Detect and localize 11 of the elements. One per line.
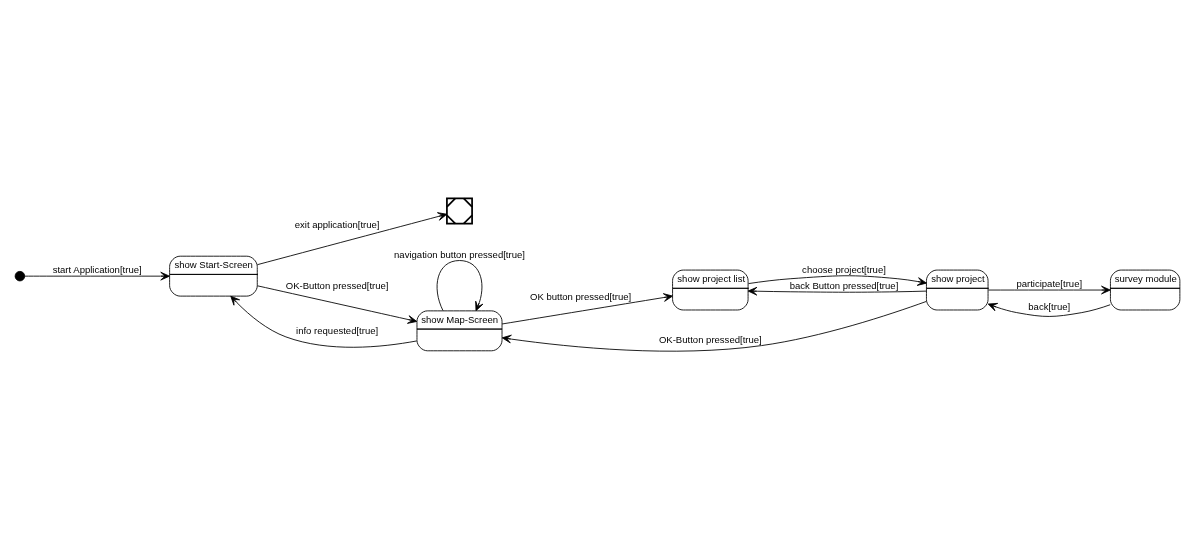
edge-label: exit application[true]	[294, 218, 380, 230]
edge-label: OK button pressed[true]	[529, 290, 632, 302]
edge-label: OK-Button pressed[true]	[658, 333, 762, 345]
edge-label: back Button pressed[true]	[789, 279, 899, 291]
edge-label: back[true]	[1028, 300, 1071, 312]
edge-label: choose project[true]	[802, 263, 886, 274]
edge-label: OK-Button pressed[true]	[285, 279, 389, 291]
edge-label: participate[true]	[1016, 277, 1083, 289]
edge-label: navigation button pressed[true]	[394, 248, 525, 260]
edge-label: info requested[true]	[296, 324, 379, 336]
edge-label: start Application[true]	[52, 263, 142, 275]
